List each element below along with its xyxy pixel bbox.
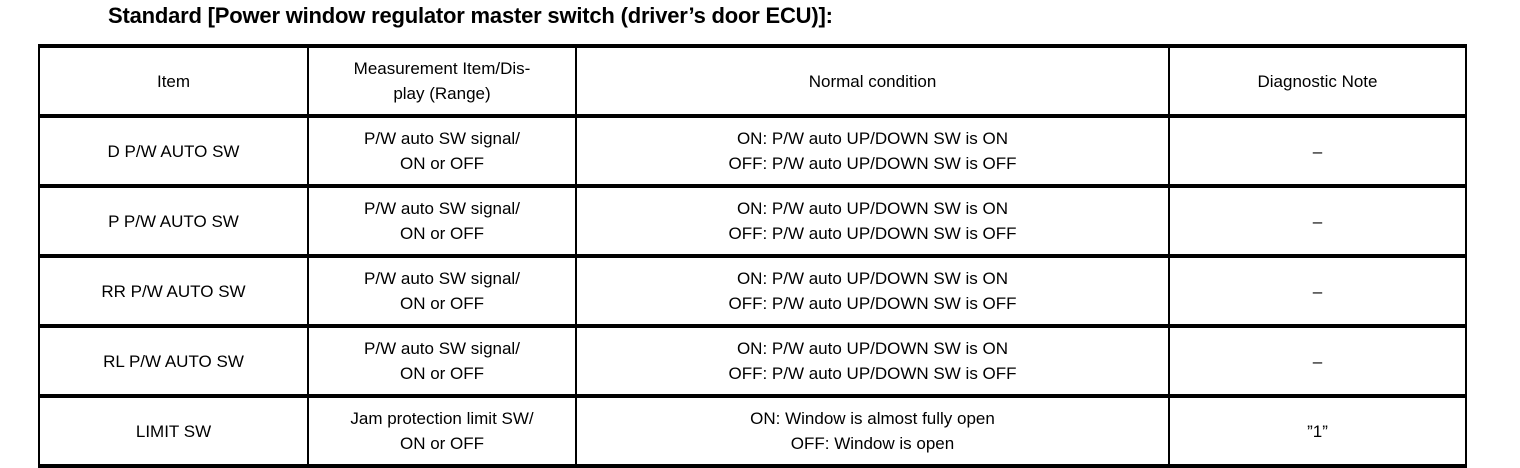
- standard-table-container: Item Measurement Item/Dis- play (Range) …: [38, 44, 1467, 468]
- column-header-item: Item: [38, 44, 309, 118]
- cell-diagnostic-note: –: [1168, 324, 1467, 398]
- diagnostic-note-value: –: [1312, 351, 1323, 371]
- item-label: RR P/W AUTO SW: [101, 281, 246, 301]
- measurement-line2: ON or OFF: [399, 364, 485, 383]
- cell-item: D P/W AUTO SW: [38, 114, 309, 188]
- table-header-row: Item Measurement Item/Dis- play (Range) …: [38, 44, 1467, 118]
- table-row: RL P/W AUTO SW P/W auto SW signal/ ON or…: [38, 324, 1467, 398]
- column-header-normal-condition: Normal condition: [575, 44, 1170, 118]
- measurement-line1: P/W auto SW signal/: [364, 339, 520, 358]
- measurement-line1: P/W auto SW signal/: [364, 269, 520, 288]
- cell-measurement: Jam protection limit SW/ ON or OFF: [307, 394, 577, 468]
- cell-normal-condition: ON: P/W auto UP/DOWN SW is ON OFF: P/W a…: [575, 184, 1170, 258]
- item-label: D P/W AUTO SW: [107, 141, 240, 161]
- normal-condition-line1: ON: Window is almost fully open: [750, 409, 995, 428]
- cell-diagnostic-note: –: [1168, 114, 1467, 188]
- normal-condition-line2: OFF: P/W auto UP/DOWN SW is OFF: [728, 154, 1017, 173]
- item-label: LIMIT SW: [135, 421, 212, 441]
- table-row: P P/W AUTO SW P/W auto SW signal/ ON or …: [38, 184, 1467, 258]
- normal-condition-line2: OFF: P/W auto UP/DOWN SW is OFF: [728, 294, 1017, 313]
- measurement-line2: ON or OFF: [399, 224, 485, 243]
- cell-normal-condition: ON: P/W auto UP/DOWN SW is ON OFF: P/W a…: [575, 324, 1170, 398]
- measurement-line2: ON or OFF: [399, 434, 485, 453]
- cell-normal-condition: ON: P/W auto UP/DOWN SW is ON OFF: P/W a…: [575, 254, 1170, 328]
- measurement-line2: ON or OFF: [399, 154, 485, 173]
- cell-measurement: P/W auto SW signal/ ON or OFF: [307, 114, 577, 188]
- cell-diagnostic-note: –: [1168, 254, 1467, 328]
- measurement-line1: Jam protection limit SW/: [350, 409, 534, 428]
- diagnostic-note-value: –: [1312, 281, 1323, 301]
- diagnostic-note-value: –: [1312, 141, 1323, 161]
- normal-condition-line2: OFF: Window is open: [790, 434, 955, 453]
- cell-normal-condition: ON: P/W auto UP/DOWN SW is ON OFF: P/W a…: [575, 114, 1170, 188]
- column-header-normal-condition-label: Normal condition: [808, 71, 937, 91]
- standard-table: Item Measurement Item/Dis- play (Range) …: [38, 44, 1467, 468]
- measurement-line1: P/W auto SW signal/: [364, 199, 520, 218]
- cell-measurement: P/W auto SW signal/ ON or OFF: [307, 324, 577, 398]
- cell-normal-condition: ON: Window is almost fully open OFF: Win…: [575, 394, 1170, 468]
- cell-item: LIMIT SW: [38, 394, 309, 468]
- cell-measurement: P/W auto SW signal/ ON or OFF: [307, 254, 577, 328]
- column-header-diagnostic-note: Diagnostic Note: [1168, 44, 1467, 118]
- page-title: Standard [Power window regulator master …: [108, 3, 833, 28]
- cell-item: RR P/W AUTO SW: [38, 254, 309, 328]
- diagnostic-note-value: –: [1312, 211, 1323, 231]
- measurement-line1: P/W auto SW signal/: [364, 129, 520, 148]
- normal-condition-line1: ON: P/W auto UP/DOWN SW is ON: [736, 339, 1009, 358]
- cell-diagnostic-note: –: [1168, 184, 1467, 258]
- cell-item: RL P/W AUTO SW: [38, 324, 309, 398]
- normal-condition-line1: ON: P/W auto UP/DOWN SW is ON: [736, 199, 1009, 218]
- normal-condition-line2: OFF: P/W auto UP/DOWN SW is OFF: [728, 224, 1017, 243]
- column-header-diagnostic-note-label: Diagnostic Note: [1257, 71, 1378, 91]
- normal-condition-line2: OFF: P/W auto UP/DOWN SW is OFF: [728, 364, 1017, 383]
- table-row: RR P/W AUTO SW P/W auto SW signal/ ON or…: [38, 254, 1467, 328]
- normal-condition-line1: ON: P/W auto UP/DOWN SW is ON: [736, 129, 1009, 148]
- normal-condition-line1: ON: P/W auto UP/DOWN SW is ON: [736, 269, 1009, 288]
- column-header-measurement: Measurement Item/Dis- play (Range): [307, 44, 577, 118]
- diagnostic-note-value: ”1”: [1307, 421, 1328, 441]
- measurement-line2: ON or OFF: [399, 294, 485, 313]
- cell-item: P P/W AUTO SW: [38, 184, 309, 258]
- column-header-item-label: Item: [156, 71, 191, 91]
- item-label: RL P/W AUTO SW: [103, 351, 244, 371]
- column-header-measurement-label-line1: Measurement Item/Dis-: [353, 59, 531, 78]
- cell-diagnostic-note: ”1”: [1168, 394, 1467, 468]
- item-label: P P/W AUTO SW: [108, 211, 239, 231]
- cell-measurement: P/W auto SW signal/ ON or OFF: [307, 184, 577, 258]
- table-row: D P/W AUTO SW P/W auto SW signal/ ON or …: [38, 114, 1467, 188]
- column-header-measurement-label-line2: play (Range): [393, 84, 491, 103]
- table-row: LIMIT SW Jam protection limit SW/ ON or …: [38, 394, 1467, 468]
